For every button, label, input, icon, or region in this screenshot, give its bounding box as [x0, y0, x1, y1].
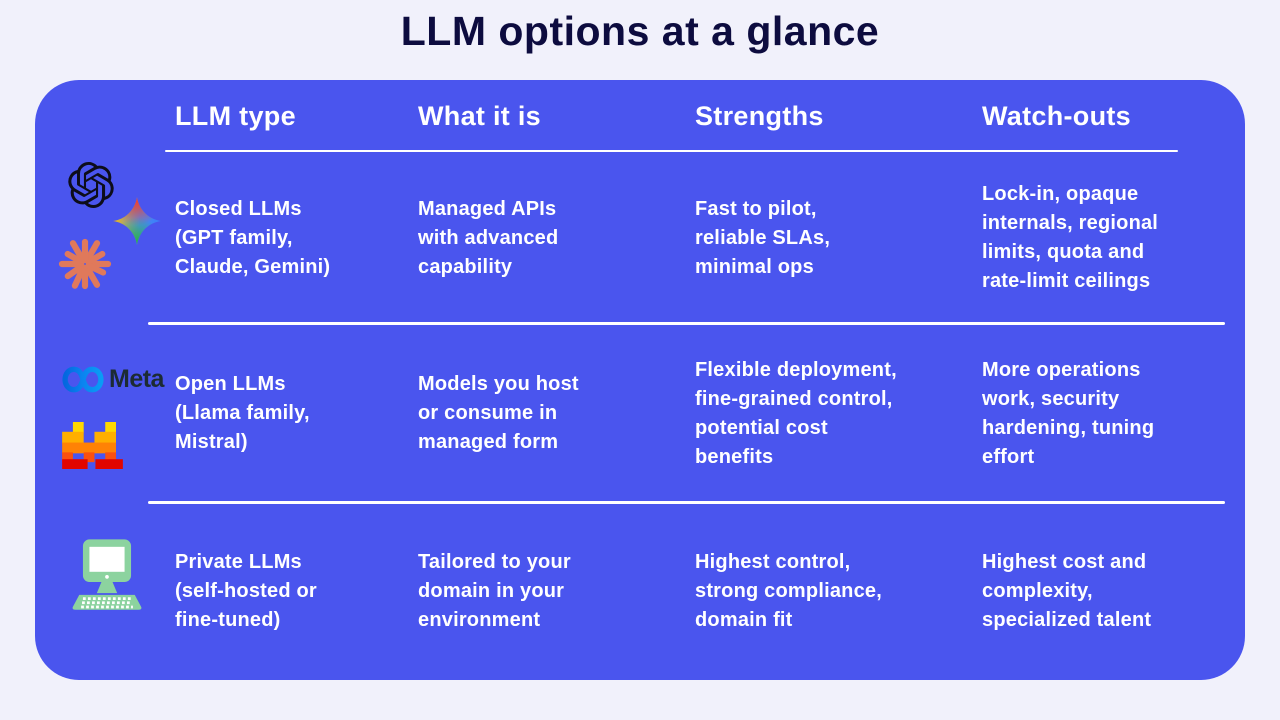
closed-what-it-is: Managed APIs with advanced capability	[418, 197, 559, 278]
open-strengths: Flexible deployment, fine-grained contro…	[695, 358, 897, 468]
open-llm-type: Open LLMs (Llama family, Mistral)	[175, 373, 310, 453]
row-divider-1	[148, 322, 1225, 325]
open-what-it-is: Models you host or consume in managed fo…	[418, 373, 579, 453]
comparison-table: LLM type What it is Strengths Watch-outs…	[35, 80, 1245, 680]
gemini-logo-icon	[113, 197, 161, 245]
meta-wordmark: Meta	[109, 365, 164, 393]
mistral-logo-icon	[62, 422, 123, 469]
private-strengths: Highest control, strong compliance, doma…	[695, 551, 882, 631]
row-divider-2	[148, 501, 1225, 504]
openai-logo-icon	[68, 162, 114, 208]
private-llm-type: Private LLMs (self-hosted or fine-tuned)	[175, 551, 317, 631]
header-icons-spacer	[35, 80, 165, 152]
open-watch-outs: More operations work, security hardening…	[982, 358, 1155, 468]
private-watch-outs: Highest cost and complexity, specialized…	[982, 551, 1152, 631]
page-title: LLM options at a glance	[400, 8, 880, 54]
closed-llm-type: Closed LLMs (GPT family, Claude, Gemini)	[175, 197, 331, 278]
table-card: LLM type What it is Strengths Watch-outs…	[35, 80, 1245, 680]
claude-logo-icon	[58, 238, 112, 290]
closed-strengths: Fast to pilot, reliable SLAs, minimal op…	[695, 197, 831, 278]
private-what-it-is: Tailored to your domain in your environm…	[418, 551, 571, 631]
desktop-computer-icon	[72, 539, 142, 610]
column-header-watch-outs: Watch-outs	[982, 100, 1131, 131]
column-header-what-it-is: What it is	[418, 100, 541, 131]
row-open-icons-cell	[35, 324, 165, 503]
meta-infinity-icon	[62, 366, 104, 393]
meta-logo: Meta	[60, 365, 164, 394]
column-header-llm-type: LLM type	[175, 100, 296, 131]
closed-watch-outs: Lock-in, opaque internals, regional limi…	[982, 183, 1159, 292]
header-divider	[165, 150, 1178, 152]
column-header-strengths: Strengths	[695, 100, 824, 131]
